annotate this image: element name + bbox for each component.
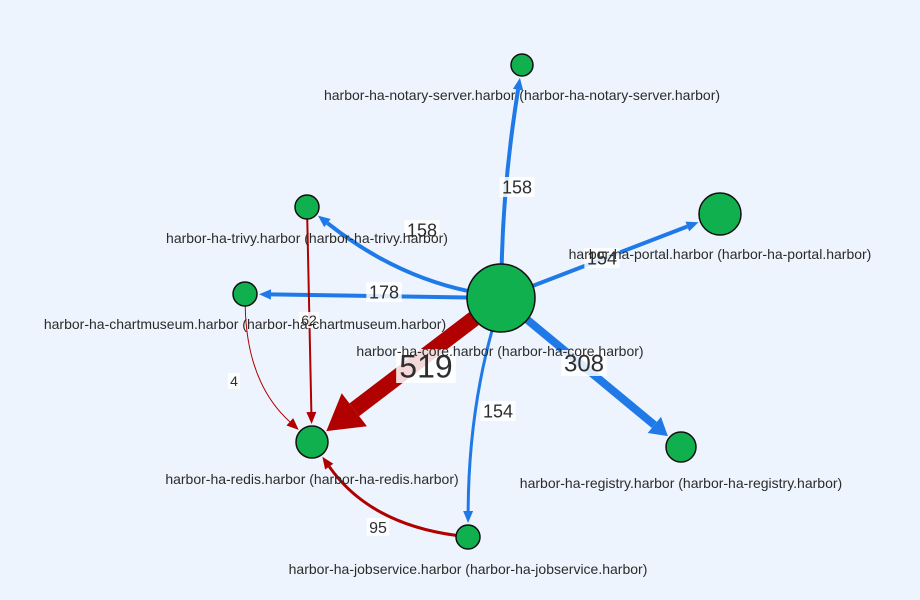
node-labels-layer: harbor-ha-core.harbor (harbor-ha-core.ha… bbox=[44, 87, 871, 577]
node-chartmuseum[interactable] bbox=[232, 281, 258, 307]
node-label-portal: harbor-ha-portal.harbor (harbor-ha-porta… bbox=[569, 246, 872, 262]
edge-arrowhead-core-to-jobservice bbox=[463, 510, 474, 524]
edge-arrowhead-trivy-to-redis bbox=[306, 411, 317, 425]
node-label-registry: harbor-ha-registry.harbor (harbor-ha-reg… bbox=[520, 475, 842, 491]
node-notary[interactable] bbox=[510, 53, 534, 77]
edge-chartmuseum-to-redis[interactable] bbox=[244, 305, 291, 423]
edge-labels-layer: 158 158 154 178 308 154 519 62 4 95 bbox=[227, 177, 620, 537]
edge-arrowhead-chartmuseum-to-redis bbox=[286, 418, 299, 430]
node-label-redis: harbor-ha-redis.harbor (harbor-ha-redis.… bbox=[165, 471, 458, 487]
node-label-trivy: harbor-ha-trivy.harbor (harbor-ha-trivy.… bbox=[166, 230, 448, 246]
node-core[interactable] bbox=[466, 263, 536, 333]
edge-arrowhead-jobservice-to-redis bbox=[322, 456, 334, 470]
node-registry[interactable] bbox=[665, 431, 697, 463]
edge-label-background bbox=[584, 248, 620, 268]
node-label-core: harbor-ha-core.harbor (harbor-ha-core.ha… bbox=[356, 343, 643, 359]
edge-arrowhead-core-to-trivy bbox=[317, 215, 331, 228]
node-label-chartmuseum: harbor-ha-chartmuseum.harbor (harbor-ha-… bbox=[44, 316, 446, 332]
edge-label-core-to-portal: 154 bbox=[587, 248, 617, 268]
node-trivy[interactable] bbox=[294, 194, 320, 220]
edge-core-to-trivy[interactable] bbox=[326, 221, 469, 293]
edge-label-background bbox=[366, 282, 402, 302]
edge-label-background bbox=[298, 312, 320, 328]
node-label-notary: harbor-ha-notary-server.harbor (harbor-h… bbox=[324, 87, 720, 103]
edge-label-core-to-chartmuseum: 178 bbox=[369, 282, 399, 302]
nodes-layer bbox=[232, 53, 742, 550]
edge-arrowhead-core-to-chartmuseum bbox=[258, 289, 272, 300]
edge-label-background bbox=[396, 349, 456, 383]
edge-label-background bbox=[227, 373, 241, 389]
edge-arrowhead-core-to-portal bbox=[685, 221, 699, 232]
edge-label-core-to-trivy: 158 bbox=[407, 220, 437, 240]
edge-label-background bbox=[561, 350, 607, 376]
edge-label-trivy-to-redis: 62 bbox=[301, 312, 317, 328]
edge-arrowhead-core-to-notary bbox=[512, 77, 524, 91]
node-portal[interactable] bbox=[698, 192, 742, 236]
edge-label-background bbox=[480, 401, 516, 421]
edge-jobservice-to-redis[interactable] bbox=[327, 465, 457, 537]
edge-label-chartmuseum-to-redis: 4 bbox=[230, 373, 238, 389]
edge-core-to-jobservice[interactable] bbox=[466, 330, 494, 512]
edge-arrowhead-core-to-registry bbox=[647, 416, 668, 437]
edge-label-core-to-jobservice: 154 bbox=[483, 401, 513, 421]
edge-label-core-to-redis: 519 bbox=[399, 349, 452, 385]
edge-label-core-to-registry: 308 bbox=[564, 351, 604, 378]
edge-label-jobservice-to-redis: 95 bbox=[369, 520, 387, 537]
edge-arrowhead-core-to-redis bbox=[326, 393, 367, 432]
edge-label-core-to-notary: 158 bbox=[502, 177, 532, 197]
node-jobservice[interactable] bbox=[455, 524, 481, 550]
node-redis[interactable] bbox=[295, 425, 329, 459]
edge-label-background bbox=[499, 177, 535, 197]
edge-label-background bbox=[366, 518, 390, 536]
edge-label-background bbox=[404, 220, 440, 240]
node-label-jobservice: harbor-ha-jobservice.harbor (harbor-ha-j… bbox=[289, 561, 648, 577]
